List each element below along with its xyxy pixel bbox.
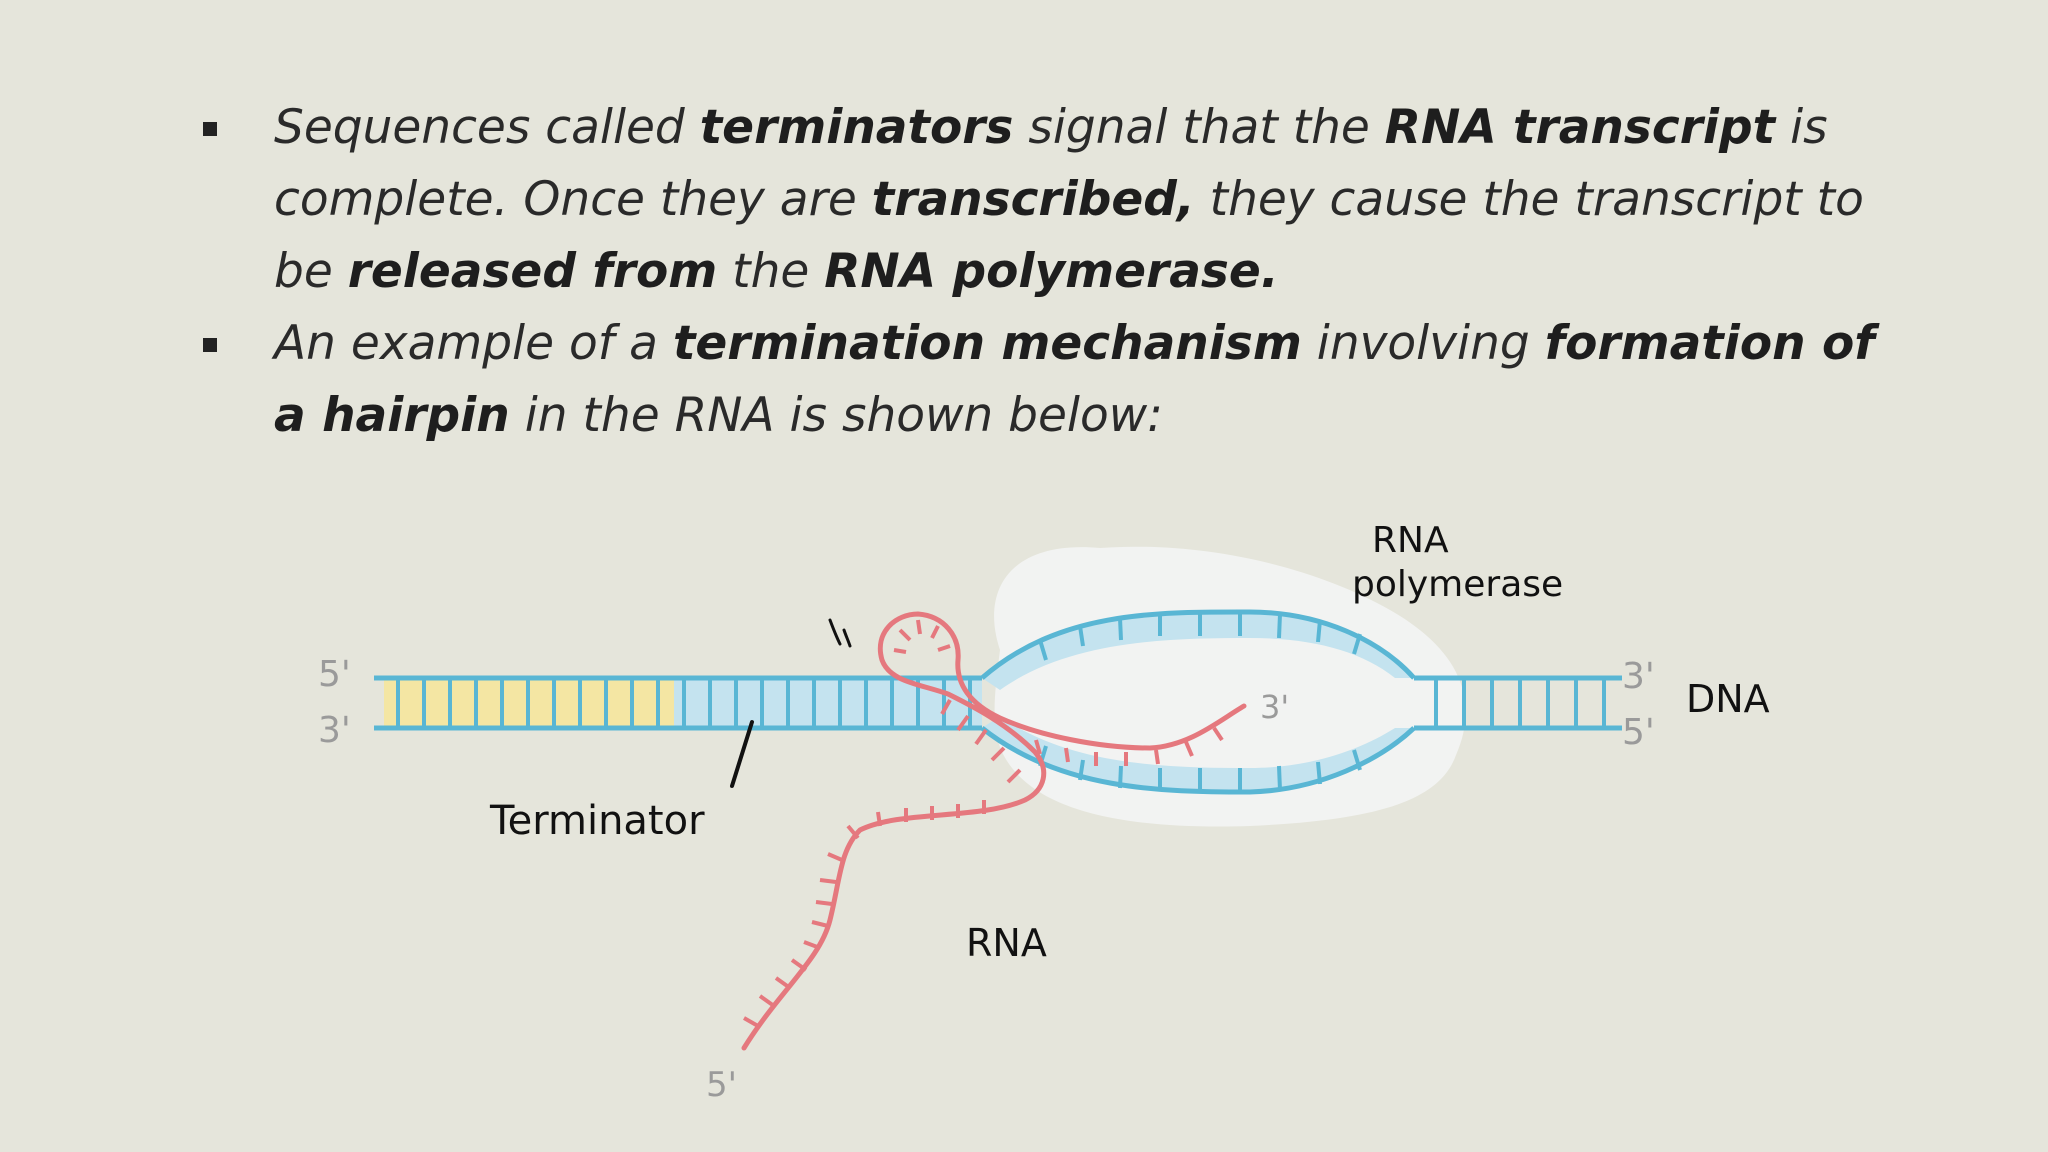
bold-run: RNA polymerase. xyxy=(824,244,1279,299)
text-run: involving xyxy=(1301,316,1545,371)
dna-base-pairs-right xyxy=(1434,680,1606,726)
text-run: the xyxy=(717,244,825,299)
rna-end-5-prime: 5' xyxy=(706,1065,737,1105)
text-run: they cause the transcript to be xyxy=(274,172,1864,299)
text-run: signal that the xyxy=(1013,100,1385,155)
rna-strand xyxy=(741,611,1247,1051)
bold-run: termination mechanism xyxy=(672,316,1302,371)
dna-base-pairs-left xyxy=(396,680,972,726)
bold-run: terminators xyxy=(699,100,1014,155)
terminator-pointer-line xyxy=(730,720,754,788)
bullet-list: Sequences called terminators signal that… xyxy=(0,92,2048,452)
square-bullet-icon xyxy=(203,122,217,136)
bold-run: RNA transcript xyxy=(1384,100,1776,155)
text-run: in the RNA is shown below: xyxy=(509,388,1163,443)
bullet-item-terminators: Sequences called terminators signal that… xyxy=(0,92,1894,308)
text-run: is complete. Once they are xyxy=(274,100,1828,227)
dna-end-5-prime-right: 5' xyxy=(1622,712,1655,753)
label-rna-polymerase-line2: polymerase xyxy=(1352,564,1563,605)
dna-bubble-ticks xyxy=(1038,612,1362,792)
bullet-item-hairpin: An example of a termination mechanism in… xyxy=(0,308,1894,452)
rna-bases xyxy=(743,619,1224,1028)
dna-end-5-prime-left: 5' xyxy=(318,654,351,695)
bullet-text: An example of a termination mechanism in… xyxy=(274,316,1875,443)
rna-end-3-prime: 3' xyxy=(1260,688,1289,726)
label-dna: DNA xyxy=(1686,677,1770,721)
label-rna-polymerase-line1: RNA xyxy=(1372,520,1449,561)
bold-run: released from xyxy=(347,244,718,299)
label-terminator: Terminator xyxy=(489,798,705,844)
dna-top-strand-bubble xyxy=(980,609,1416,680)
motion-marks xyxy=(828,618,852,648)
text-run: Sequences called xyxy=(274,100,700,155)
text-run: An example of a xyxy=(274,316,673,371)
bold-run: formation of a hairpin xyxy=(274,316,1875,443)
bold-run: transcribed, xyxy=(871,172,1195,227)
bubble-top-fill xyxy=(982,611,1414,690)
bubble-bottom-fill xyxy=(982,716,1414,792)
bullet-text: Sequences called terminators signal that… xyxy=(274,100,1864,299)
dna-bottom-strand-bubble xyxy=(980,726,1416,795)
dna-end-3-prime-left: 3' xyxy=(318,710,351,751)
dna-end-3-prime-right: 3' xyxy=(1622,656,1655,697)
dna-left-fill xyxy=(674,678,982,728)
square-bullet-icon xyxy=(203,338,217,352)
label-rna: RNA xyxy=(966,921,1047,965)
